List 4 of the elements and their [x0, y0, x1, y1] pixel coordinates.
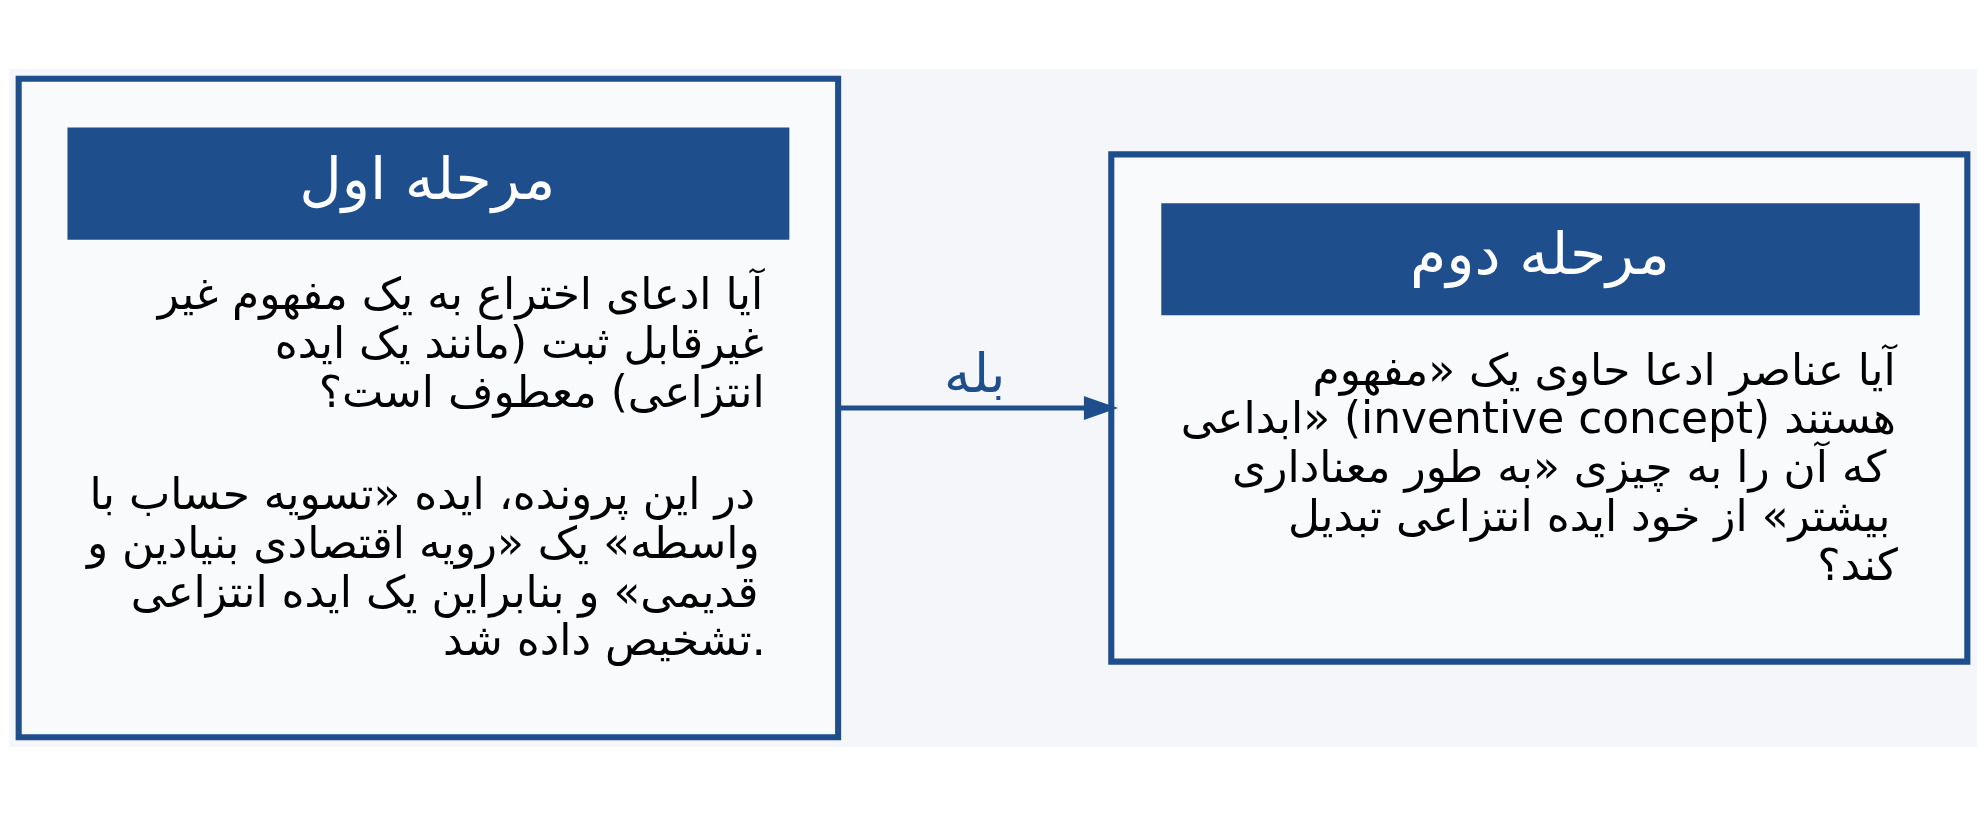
arrow	[838, 396, 1119, 420]
node-box: مرحله دوم آیا عناصر ادعا حاوی یک «مفهوم ابداعی» (inventive concept) هستند که آن را به چیزی «به طور معناداری بیشتر» از خود ایده انتزاعی تبدیل کند؟	[1108, 151, 1971, 665]
node-box: مرحله اول آیا ادعای اختراع به یک مفهوم غیر غیرقابل ثبت (مانند یک ایده انتزاعی) معطوف است؟ در این پرونده، ایده «تسویه حساب با واسطه» یک «رویه اقتصادی بنیادین و قدیمی» و بنابراین یک ایده انتزاعی تشخیص داده شد.	[15, 75, 842, 741]
edge-label: بله	[943, 342, 1006, 406]
